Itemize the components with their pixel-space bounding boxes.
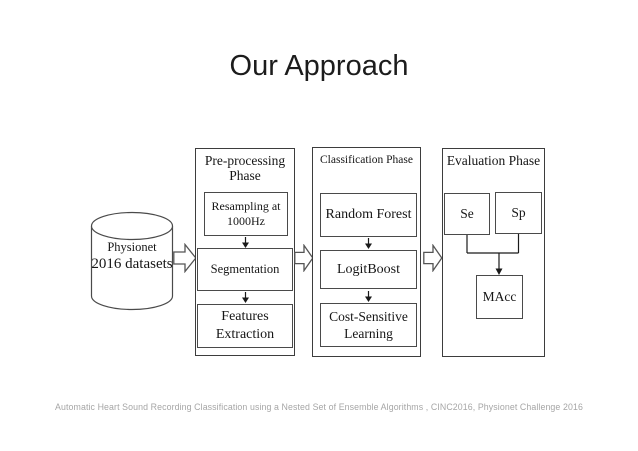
datasets-cylinder: Physionet 2016 datasets	[90, 211, 174, 311]
cylinder-label-line2: 2016 datasets	[91, 256, 173, 272]
step-box-cost-sensitive: Cost-Sensitive Learning	[320, 303, 417, 347]
phase-title-preprocessing: Pre-processing Phase	[204, 153, 286, 183]
cylinder-icon	[90, 211, 174, 311]
cylinder-label-line1: Physionet	[107, 240, 157, 254]
flow-arrow-3-icon	[423, 244, 443, 272]
phase-title-classification: Classification Phase	[320, 154, 413, 166]
phase-title-evaluation: Evaluation Phase	[446, 153, 541, 168]
step-box-logitboost: LogitBoost	[320, 250, 417, 289]
flow-arrow-1-icon	[173, 243, 197, 273]
step-box-resampling: Resampling at 1000Hz	[204, 192, 288, 236]
metric-box-sp: Sp	[495, 192, 542, 234]
footer-citation: Automatic Heart Sound Recording Classifi…	[55, 402, 583, 412]
step-box-random-forest: Random Forest	[320, 193, 417, 237]
arrow-down-icon	[363, 290, 374, 302]
arrow-down-icon	[240, 236, 251, 248]
flow-arrow-2-icon	[294, 244, 314, 272]
metric-box-macc: MAcc	[476, 275, 523, 319]
step-box-features-extraction: Features Extraction	[197, 304, 293, 348]
step-box-segmentation: Segmentation	[197, 248, 293, 291]
metric-box-se: Se	[444, 193, 490, 235]
slide-title: Our Approach	[229, 50, 409, 82]
arrow-down-icon	[240, 292, 251, 303]
arrow-down-icon	[363, 238, 374, 249]
evaluation-connector-icon	[462, 233, 524, 277]
